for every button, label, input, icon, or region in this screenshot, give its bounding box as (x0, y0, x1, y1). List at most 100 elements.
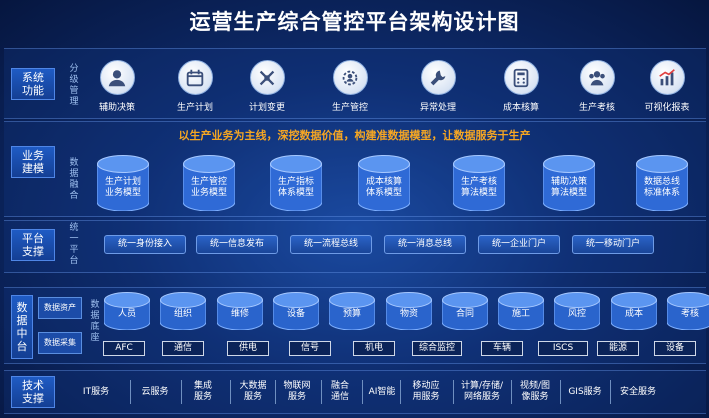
model-cylinder-line2: 体系模型 (277, 188, 314, 198)
function-item[interactable]: 计划变更 (232, 60, 302, 113)
model-cylinder: 生产管控业务模型 (183, 155, 235, 211)
row-vlabel-system: 分级管理 (69, 64, 79, 107)
function-item[interactable]: 辅助决策 (82, 60, 152, 113)
model-cylinder-line1: 辅助决策 (550, 177, 587, 187)
platform-item[interactable]: 统一移动门户 (572, 235, 654, 254)
data-source-item: 能源 (597, 341, 639, 356)
tech-item: 安全服务 (612, 387, 664, 398)
tech-item: GIS服务 (562, 387, 608, 398)
data-source-item: AFC (103, 341, 145, 356)
data-asset-cylinder: 成本 (611, 292, 657, 330)
row-vlabel-platform: 统一平台 (69, 223, 79, 266)
tech-divider (362, 380, 363, 404)
model-cylinder: 数据总线标准体系 (636, 155, 688, 211)
tech-divider (181, 380, 182, 404)
data-asset-cylinder: 合同 (442, 292, 488, 330)
model-cylinder: 生产指标体系模型 (270, 155, 322, 211)
platform-item[interactable]: 统一企业门户 (478, 235, 560, 254)
tech-item-line1: 安全服务 (619, 387, 656, 397)
data-asset-cylinder-label: 设备 (286, 309, 305, 319)
calendar-icon (177, 60, 213, 95)
model-cylinder: 生产考核算法模型 (453, 155, 505, 211)
tech-item-line1: 云服务 (141, 387, 169, 397)
function-item[interactable]: 生产考核 (562, 60, 632, 113)
model-cylinder-label: 成本核算体系模型 (358, 177, 410, 199)
data-asset-cylinder: 物资 (386, 292, 432, 330)
tech-item-line2: 网络服务 (463, 392, 500, 402)
data-source-item: 车辆 (481, 341, 523, 356)
model-cylinder-line1: 生产计划 (104, 177, 141, 187)
model-cylinder-line1: 生产考核 (460, 177, 497, 187)
page-title: 运营生产综合管控平台架构设计图 (189, 10, 520, 34)
model-cylinder-label: 数据总线标准体系 (636, 177, 688, 199)
model-cylinder-label: 生产考核算法模型 (453, 177, 505, 199)
tech-item: 计算/存储/网络服务 (455, 381, 509, 403)
function-label: 生产管控 (331, 103, 368, 113)
gear-person-icon (332, 60, 368, 95)
data-asset-cylinder: 组织 (160, 292, 206, 330)
tech-item-line1: 集成 (193, 381, 212, 391)
data-source-item: ISCS (538, 341, 588, 356)
model-cylinder-label: 生产指标体系模型 (270, 177, 322, 199)
tech-divider (610, 380, 611, 404)
data-asset-cylinder-label: 物资 (399, 309, 418, 319)
data-asset-cylinder-label: 组织 (173, 309, 192, 319)
platform-item[interactable]: 统一消息总线 (384, 235, 466, 254)
function-label: 成本核算 (502, 103, 539, 113)
function-item[interactable]: 生产计划 (160, 60, 230, 113)
model-cylinder-line1: 生产指标 (277, 177, 314, 187)
group-icon (579, 60, 615, 95)
row-label-tech: 技术支撑 (11, 376, 55, 408)
tools-icon (249, 60, 285, 95)
data-asset-cylinder-label: 成本 (624, 309, 643, 319)
function-item[interactable]: 生产管控 (315, 60, 385, 113)
data-asset-cylinder-label: 预算 (342, 309, 361, 319)
row-vlabel-business: 数据融合 (69, 158, 79, 201)
function-label: 辅助决策 (98, 103, 135, 113)
person-icon (99, 60, 135, 95)
tech-item-line1: 大数据 (239, 381, 267, 391)
data-source-item: 设备 (654, 341, 696, 356)
model-cylinder: 成本核算体系模型 (358, 155, 410, 211)
platform-item[interactable]: 统一流程总线 (290, 235, 372, 254)
data-asset-cylinder-label: 合同 (455, 309, 474, 319)
row-label-business: 业务建模 (11, 146, 55, 178)
model-cylinder-line2: 算法模型 (550, 188, 587, 198)
slogan-text: 以生产业务为主线，深挖数据价值，构建准数据模型，让数据服务于生产 (178, 129, 531, 142)
model-cylinder-line1: 成本核算 (365, 177, 402, 187)
platform-item[interactable]: 统一身份接入 (104, 235, 186, 254)
function-item[interactable]: 异常处理 (403, 60, 473, 113)
row-vlabel-datacenter: 数据底座 (90, 300, 100, 343)
tech-item-line1: 视频/图 (519, 381, 551, 391)
model-cylinder-line2: 业务模型 (104, 188, 141, 198)
data-asset-cylinder: 考核 (667, 292, 709, 330)
wrench-icon (420, 60, 456, 95)
function-item[interactable]: 成本核算 (486, 60, 556, 113)
row-label-datacenter: 数据中台 (11, 295, 33, 359)
model-cylinder-label: 生产管控业务模型 (183, 177, 235, 199)
tech-item-line1: 融合 (330, 381, 349, 391)
tech-item: IT服务 (70, 387, 122, 398)
tech-item-line1: 计算/存储/ (460, 381, 504, 391)
row-label-system: 系统功能 (11, 68, 55, 100)
tech-divider (453, 380, 454, 404)
data-source-item: 综合监控 (412, 341, 462, 356)
tech-divider (130, 380, 131, 404)
tech-item: AI智能 (364, 387, 400, 398)
tech-divider (230, 380, 231, 404)
function-label: 异常处理 (419, 103, 456, 113)
tech-item: 融合通信 (323, 381, 357, 403)
data-collection-box: 数据采集 (38, 332, 82, 354)
data-asset-cylinder: 人员 (104, 292, 150, 330)
tech-item: 云服务 (132, 387, 178, 398)
function-label: 可视化报表 (644, 103, 690, 113)
function-item[interactable]: 可视化报表 (632, 60, 702, 113)
tech-item: 大数据服务 (232, 381, 274, 403)
data-asset-cylinder: 设备 (273, 292, 319, 330)
data-source-item: 信号 (289, 341, 331, 356)
chart-icon (649, 60, 685, 95)
platform-item[interactable]: 统一信息发布 (196, 235, 278, 254)
tech-row (4, 370, 706, 414)
model-cylinder-line2: 业务模型 (190, 188, 227, 198)
tech-item-line2: 服务 (193, 392, 212, 402)
